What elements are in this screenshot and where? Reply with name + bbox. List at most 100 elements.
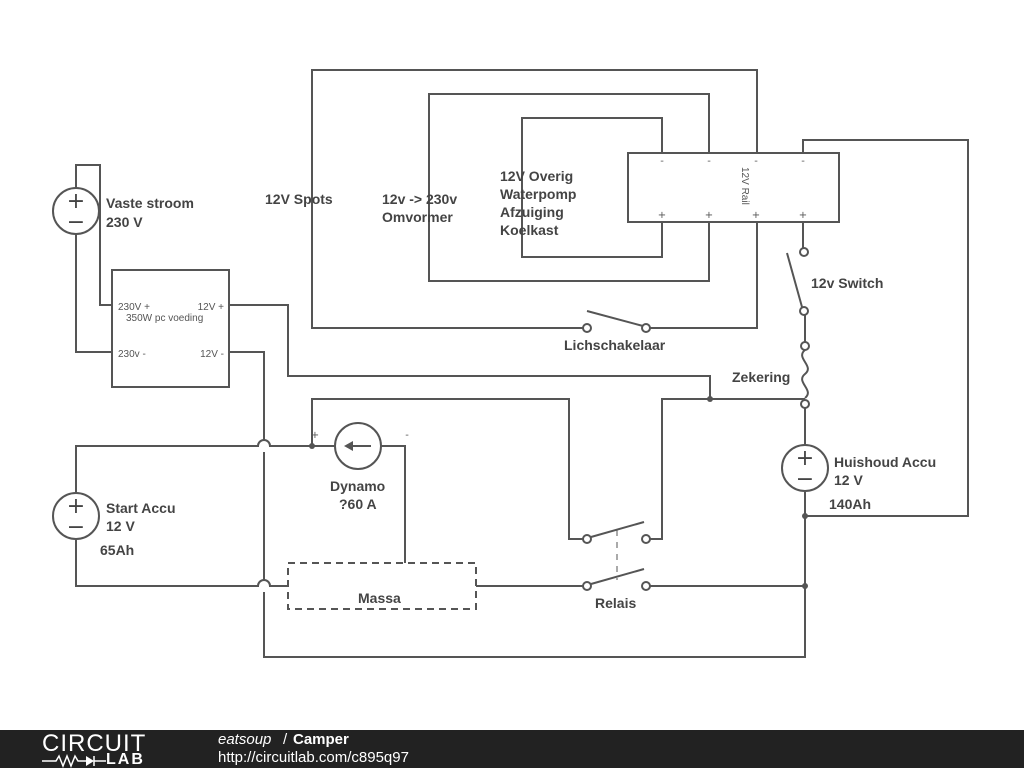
relais-label: Relais bbox=[595, 595, 636, 611]
lichtschakelaar-label: Lichschakelaar bbox=[564, 337, 666, 353]
footer-separator: / bbox=[283, 731, 288, 748]
voeding-in-minus: 230v - bbox=[118, 349, 146, 360]
wire-vaste-stroom-top bbox=[75, 164, 112, 306]
wire-voeding-minus-out bbox=[229, 351, 265, 440]
relais-lever bbox=[590, 521, 645, 538]
fuse-terminal bbox=[800, 341, 810, 351]
minus-sign: − bbox=[796, 467, 814, 492]
relais-terminal bbox=[641, 534, 651, 544]
voeding-in-plus: 230V + bbox=[118, 302, 150, 313]
rail-minus-2: - bbox=[707, 156, 711, 167]
author-link[interactable]: eatsoup bbox=[218, 731, 272, 748]
wire-overig-loop bbox=[521, 117, 663, 258]
wire-ground-vertical bbox=[263, 452, 806, 658]
huishoud-label-2: 12 V bbox=[834, 472, 863, 488]
rail-minus-4: - bbox=[801, 156, 805, 167]
battery-circle bbox=[52, 492, 100, 540]
huishoud-label-3: 140Ah bbox=[829, 496, 871, 512]
rail-minus-3: - bbox=[754, 156, 758, 167]
circuit-schematic: + − Vaste stroom 230 V 230V + 12V + 350W… bbox=[52, 69, 969, 658]
voeding-box bbox=[111, 269, 230, 388]
omvormer-label-2: Omvormer bbox=[382, 209, 453, 225]
voeding-out-minus: 12V - bbox=[200, 349, 224, 360]
relais-terminal bbox=[641, 581, 651, 591]
rail-minus-1: - bbox=[660, 156, 664, 167]
switch-12v-label: 12v Switch bbox=[811, 275, 883, 291]
junction-dot bbox=[707, 396, 713, 402]
rail-label: 12V Rail bbox=[739, 167, 750, 205]
circuitlab-logo[interactable]: CIRCUIT LAB bbox=[42, 732, 176, 768]
switch-12v: 12v Switch bbox=[786, 247, 883, 316]
voeding-out-plus: 12V + bbox=[198, 302, 225, 313]
switch-terminal bbox=[799, 247, 809, 257]
wire-lichtschakelaar-right bbox=[646, 222, 758, 329]
switch-terminal bbox=[799, 306, 809, 316]
junction-dot bbox=[802, 583, 808, 589]
dynamo-arrow-head bbox=[344, 441, 353, 451]
start-label-1: Start Accu bbox=[106, 500, 176, 516]
wires bbox=[75, 69, 969, 658]
logo-text-lab: LAB bbox=[106, 751, 145, 768]
minus-sign: − bbox=[67, 515, 85, 540]
start-accu: + − Start Accu 12 V 65Ah bbox=[52, 492, 176, 558]
wire-rail-minus bbox=[802, 139, 969, 517]
rail-12v: - - - - + + + + 12V Rail bbox=[627, 152, 840, 223]
fuse-terminal bbox=[800, 399, 810, 409]
footer-bar: CIRCUIT LAB eatsoup / Camper http://circ… bbox=[0, 730, 1024, 768]
overig-label-2: Waterpomp bbox=[500, 186, 576, 202]
wire-vaste-stroom-bottom bbox=[75, 234, 112, 353]
massa: Massa bbox=[287, 562, 477, 610]
overig-label-4: Koelkast bbox=[500, 222, 559, 238]
battery-circle bbox=[781, 444, 829, 492]
relais-terminal bbox=[582, 581, 592, 591]
circuit-title[interactable]: Camper bbox=[293, 731, 349, 748]
wire-omvormer-loop bbox=[428, 93, 710, 282]
relais-lever bbox=[590, 568, 645, 585]
wire-start-minus bbox=[75, 540, 288, 587]
circuit-url-link[interactable]: http://circuitlab.com/c895q97 bbox=[218, 749, 409, 766]
wire-node-relais bbox=[646, 398, 805, 540]
dynamo-label-2: ?60 A bbox=[339, 496, 377, 512]
spots-label: 12V Spots bbox=[265, 191, 333, 207]
vaste-stroom-voltage: 230 V bbox=[106, 214, 143, 230]
wire-dynamo-relais bbox=[311, 398, 587, 540]
pc-voeding: 230V + 12V + 350W pc voeding 230v - 12V … bbox=[111, 269, 230, 388]
fuse-zekering bbox=[801, 349, 809, 399]
plus-sign: + bbox=[67, 494, 85, 519]
overig-label-3: Afzuiging bbox=[500, 204, 564, 220]
vaste-stroom-source: + − Vaste stroom 230 V bbox=[52, 187, 194, 235]
minus-sign: − bbox=[67, 210, 85, 235]
omvormer-label-1: 12v -> 230v bbox=[382, 191, 457, 207]
wire-voeding-plus-out bbox=[229, 304, 711, 399]
plus-sign: + bbox=[67, 189, 85, 214]
dynamo-plus: + bbox=[311, 430, 319, 441]
massa-box bbox=[287, 562, 477, 610]
huishoud-label-1: Huishoud Accu bbox=[834, 454, 936, 470]
relais: Relais bbox=[582, 521, 651, 611]
switch-terminal bbox=[582, 323, 592, 333]
source-circle bbox=[52, 187, 100, 235]
rail-box bbox=[627, 152, 840, 223]
junction-dot bbox=[802, 513, 808, 519]
junction-dot bbox=[309, 443, 315, 449]
massa-label: Massa bbox=[358, 590, 401, 606]
plus-sign: + bbox=[796, 446, 814, 471]
start-label-2: 12 V bbox=[106, 518, 135, 534]
zekering-label: Zekering bbox=[732, 369, 790, 385]
logo-text-circuit: CIRCUIT bbox=[42, 730, 147, 757]
voeding-name: 350W pc voeding bbox=[126, 313, 203, 324]
switch-terminal bbox=[641, 323, 651, 333]
switch-lever bbox=[786, 252, 803, 308]
dynamo: + - Dynamo ?60 A bbox=[311, 422, 409, 512]
dynamo-label-1: Dynamo bbox=[330, 478, 385, 494]
rail-plus-3: + bbox=[752, 210, 760, 221]
dynamo-minus: - bbox=[405, 430, 409, 441]
huishoud-accu: + − Huishoud Accu 12 V 140Ah bbox=[781, 444, 936, 512]
logo-resistor-icon bbox=[42, 754, 106, 768]
start-label-3: 65Ah bbox=[100, 542, 134, 558]
rail-plus-2: + bbox=[705, 210, 713, 221]
wire-dynamo-minus bbox=[381, 445, 406, 563]
overig-label-1: 12V Overig bbox=[500, 168, 573, 184]
relais-terminal bbox=[582, 534, 592, 544]
rail-plus-1: + bbox=[658, 210, 666, 221]
